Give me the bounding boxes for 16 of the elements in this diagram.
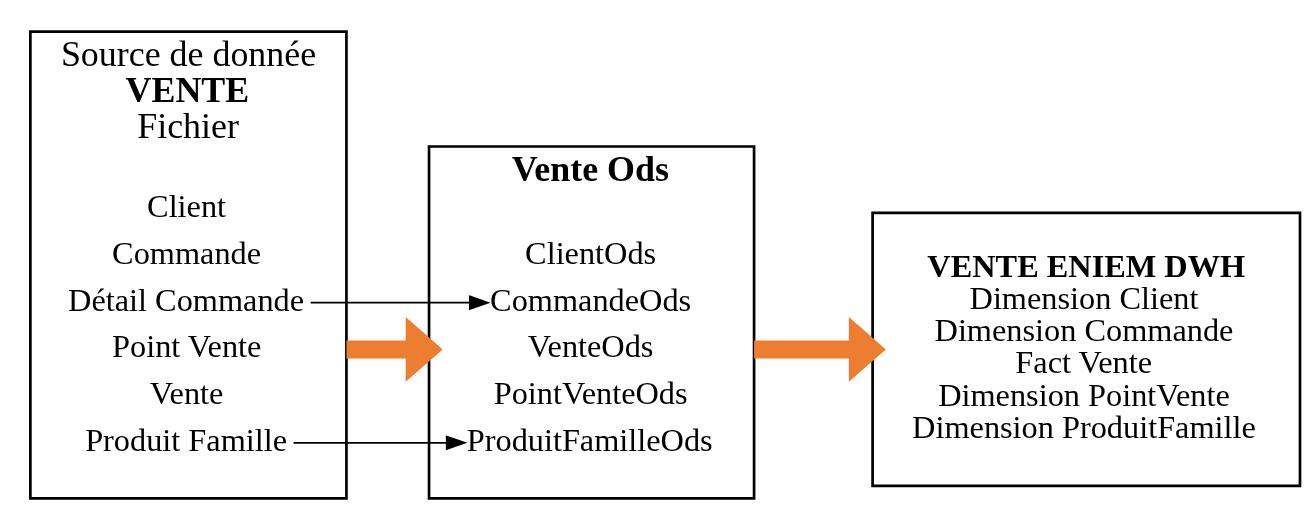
arrow: [346, 316, 443, 382]
node-text: Produit Famille: [85, 421, 288, 458]
node-text: Vente: [149, 374, 224, 411]
arrow: [292, 434, 468, 450]
node-text: Commande: [112, 234, 262, 271]
node-text: ClientOds: [525, 234, 657, 271]
node-text: CommandeOds: [490, 281, 692, 318]
arrow: [754, 316, 886, 382]
node-text: VenteOds: [527, 327, 654, 364]
node-text: PointVenteOds: [493, 374, 688, 411]
node-text: Détail Commande: [68, 281, 305, 318]
node-text: ProduitFamilleOds: [466, 421, 713, 458]
arrow: [309, 294, 491, 310]
node-text: Client: [147, 187, 227, 224]
node-text: Point Vente: [112, 327, 262, 364]
node-box: VENTE ENIEM DWH Dimension Client Dimension Commande Fact Vente Dimension PointVente Dimension ProduitFamille: [871, 211, 1302, 487]
